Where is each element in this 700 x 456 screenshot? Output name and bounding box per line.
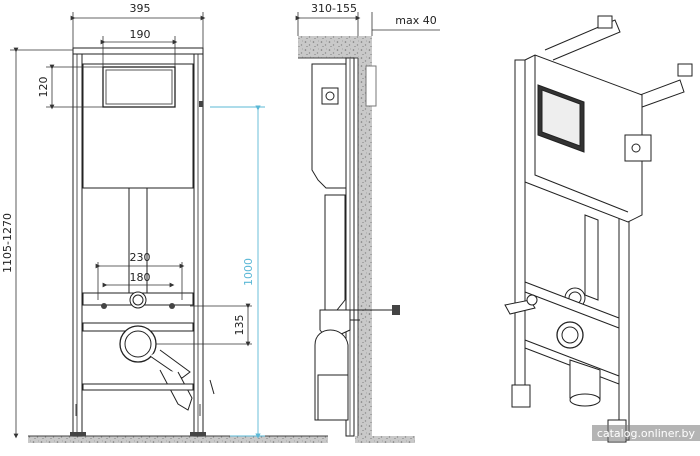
pipe-spacing-inner-label: 180 (130, 271, 151, 284)
drain-height-label: 135 (233, 315, 246, 336)
total-height-dimension (210, 105, 265, 439)
iso-left-leg (514, 59, 526, 401)
pipe-spacing-outer-label: 230 (130, 251, 151, 264)
max-label: max 40 (395, 14, 436, 27)
wall-section (358, 58, 372, 443)
frame-top-bar (72, 47, 204, 55)
width-label: 395 (130, 2, 151, 15)
watermark-bg (592, 425, 700, 441)
button-width-label: 190 (130, 28, 151, 41)
cistern-side (311, 63, 347, 189)
floor-slab (28, 436, 328, 443)
isometric-view (504, 15, 693, 443)
ceiling-section (298, 36, 372, 58)
side-view (298, 36, 415, 443)
button-height-label: 120 (37, 77, 50, 98)
depth-label: 310-155 (311, 2, 357, 15)
watermark: catalog.onliner.by (597, 427, 696, 440)
front-dimensions (10, 12, 252, 439)
height-range-label: 1105-1270 (1, 213, 14, 273)
side-dimensions (295, 12, 440, 36)
total-height-label: 1000 (242, 258, 255, 286)
